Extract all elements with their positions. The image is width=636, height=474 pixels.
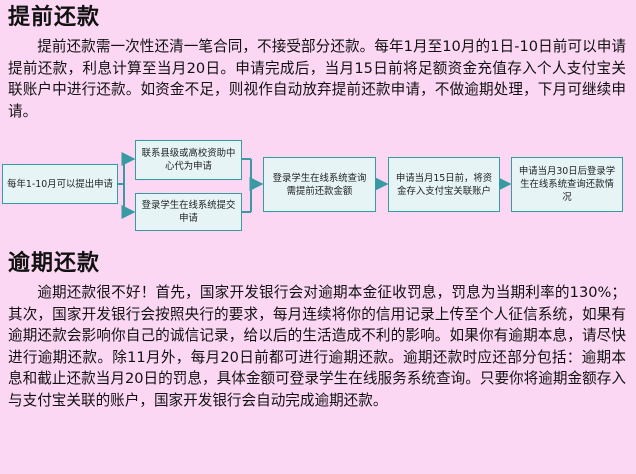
prepayment-flowchart: 每年1-10月可以提出申请 联系县级或高校资助中心代为申请 登录学生在线系统提交…: [0, 137, 636, 242]
flow-box-branch-bottom: 登录学生在线系统提交申请: [135, 193, 242, 231]
flow-box-step5: 申请当月30日后登录学生在线系统查询还款情况: [511, 157, 623, 212]
flow-box-step4: 申请当月15日前，将资金存入支付宝关联账户: [388, 157, 500, 212]
prepayment-paragraph: 提前还款需一次性还清一笔合同，不接受部分还款。每年1月至10月的1日-10日前可…: [8, 38, 626, 120]
flow-box-branch-top: 联系县级或高校资助中心代为申请: [135, 140, 242, 180]
section-title-overdue: 逾期还款: [8, 251, 101, 276]
flow-box-step3: 登录学生在线系统查询需提前还款金额: [263, 157, 376, 212]
section-title-prepayment: 提前还款: [8, 5, 101, 30]
flow-box-start: 每年1-10月可以提出申请: [2, 164, 118, 204]
overdue-paragraph: 逾期还款很不好！首先，国家开发银行会对逾期本金征收罚息，罚息为当期利率的130%…: [8, 284, 626, 409]
flowchart-arrows: [118, 152, 512, 219]
